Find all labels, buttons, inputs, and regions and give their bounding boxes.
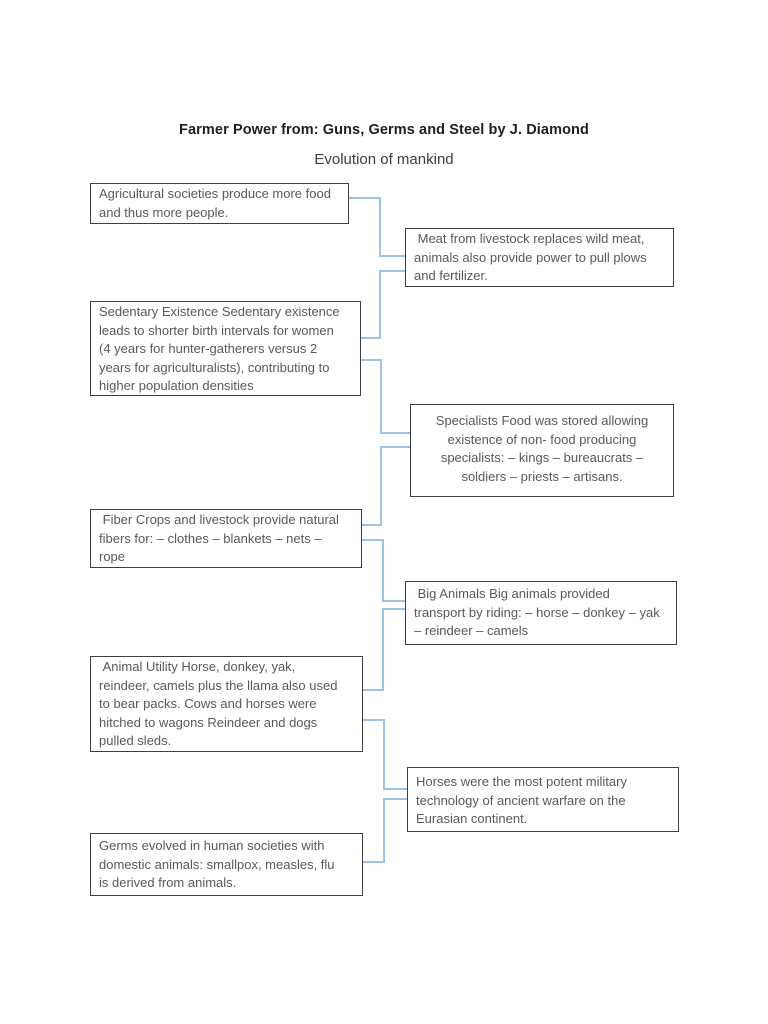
- box-meat-from-livestock: Meat from livestock replaces wild meat, …: [405, 228, 674, 287]
- page-title: Farmer Power from: Guns, Germs and Steel…: [179, 122, 589, 138]
- connector-meat-to-sedentary: [361, 270, 406, 339]
- box-animal-utility: Animal Utility Horse, donkey, yak, reind…: [90, 656, 363, 752]
- connector-animal-utility-to-horses: [363, 719, 408, 790]
- box-big-animals: Big Animals Big animals provided transpo…: [405, 581, 677, 645]
- box-fiber-crops: Fiber Crops and livestock provide natura…: [90, 509, 362, 568]
- box-sedentary-existence: Sedentary Existence Sedentary existence …: [90, 301, 361, 396]
- connector-horses-to-germs: [363, 798, 408, 863]
- box-horses-military: Horses were the most potent military tec…: [407, 767, 679, 832]
- box-agricultural-societies: Agricultural societies produce more food…: [90, 183, 349, 224]
- connector-sedentary-to-specialists: [361, 359, 411, 434]
- page-subtitle: Evolution of mankind: [314, 151, 454, 168]
- box-specialists: Specialists Food was stored allowing exi…: [410, 404, 674, 497]
- connector-fiber-to-big-animals: [362, 539, 406, 602]
- connector-big-animals-to-animal-utility: [363, 608, 406, 691]
- connector-agricultural-to-meat: [349, 197, 406, 257]
- connector-specialists-to-fiber: [362, 446, 411, 526]
- box-germs-evolved: Germs evolved in human societies with do…: [90, 833, 363, 896]
